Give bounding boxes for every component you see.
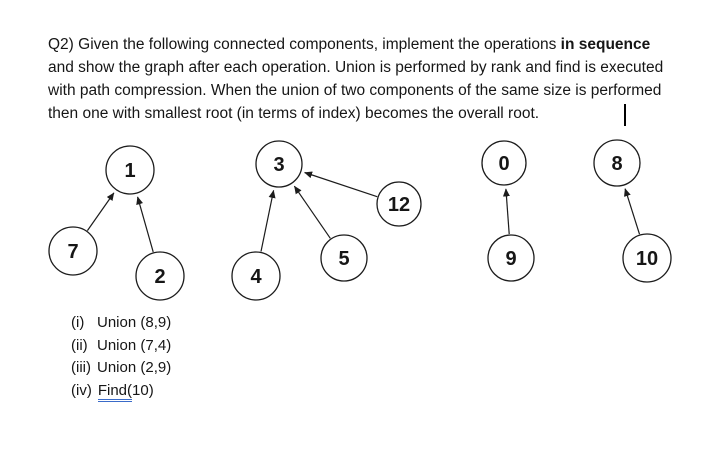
operation-text: Find(10) <box>97 381 154 402</box>
question-line-1: Q2) Given the following connected compon… <box>48 33 678 56</box>
graph-node-label: 12 <box>388 194 410 216</box>
graph-node-circle[interactable] <box>255 140 303 188</box>
graph-node-label: 5 <box>338 248 349 270</box>
graph-node-circle[interactable] <box>48 226 98 276</box>
graph-node-circle[interactable] <box>231 251 281 301</box>
operation-marker: (iv) <box>71 381 92 399</box>
question-line-4: then one with smallest root (in terms of… <box>48 105 540 122</box>
graph-node-circle[interactable] <box>320 234 368 282</box>
graph-node-circle[interactable] <box>487 234 535 282</box>
operation-marker: (ii) <box>71 336 88 354</box>
graph-node-circle[interactable] <box>622 233 672 283</box>
operation-text: Union (2,9) <box>97 359 172 377</box>
operations-list: (i) Union (8,9) (ii) Union (7,4) (iii) Unio… <box>71 312 171 402</box>
question-line-1-regular: Q2) Given the following connected compon… <box>48 36 561 53</box>
graph-node-circle[interactable] <box>481 140 527 186</box>
operation-item-1: (i) Union (8,9) <box>71 312 171 335</box>
graph-node-label: 8 <box>611 153 622 175</box>
graph-edge-arrow[interactable] <box>260 189 276 252</box>
graph-node-circle[interactable] <box>135 251 185 301</box>
graph-node-circle[interactable] <box>105 145 155 195</box>
question-text: Q2) Given the following connected compon… <box>48 33 678 125</box>
operation-item-2: (ii) Union (7,4) <box>71 335 171 358</box>
graph-node-label: 7 <box>67 241 78 263</box>
question-line-3: with path compression. When the union of… <box>48 82 662 99</box>
question-line-2: and show the graph after each operation.… <box>48 59 664 76</box>
graph-edge-arrow[interactable] <box>624 188 641 235</box>
graph-node-circle[interactable] <box>376 181 422 227</box>
graph-node-label: 0 <box>498 153 509 175</box>
graph-nodes: 1 7 2 3 12 4 5 0 9 8 10 <box>48 139 672 301</box>
graph-node-label: 4 <box>250 266 262 288</box>
graph-edges <box>86 171 641 253</box>
graph-edge-arrow[interactable] <box>304 171 378 198</box>
graph-node-circle[interactable] <box>593 139 641 187</box>
graph-edge-arrow[interactable] <box>136 196 154 253</box>
question-line-1-bold: in sequence <box>560 36 651 53</box>
graph-node-label: 10 <box>636 248 658 270</box>
graph-edge-arrow[interactable] <box>86 192 115 231</box>
text-cursor <box>624 104 626 126</box>
graph-edge-arrow[interactable] <box>293 185 331 239</box>
operation-item-4: (iv) Find(10) <box>71 380 171 403</box>
graph-node-label: 9 <box>505 248 516 270</box>
grammar-underlined-text[interactable]: Find( <box>97 381 133 402</box>
graph-node-label: 2 <box>154 266 165 288</box>
operation-marker: (i) <box>71 314 85 331</box>
operation-marker: (iii) <box>71 359 91 377</box>
operation-text: Union (8,9) <box>97 314 172 331</box>
graph-edge-arrow[interactable] <box>502 188 510 235</box>
operation-text-rest: 10) <box>132 381 154 399</box>
graph-node-label: 1 <box>124 160 135 182</box>
operation-text: Union (7,4) <box>97 336 172 354</box>
graph-node-label: 3 <box>273 154 284 176</box>
operation-item-3: (iii) Union (2,9) <box>71 357 171 380</box>
